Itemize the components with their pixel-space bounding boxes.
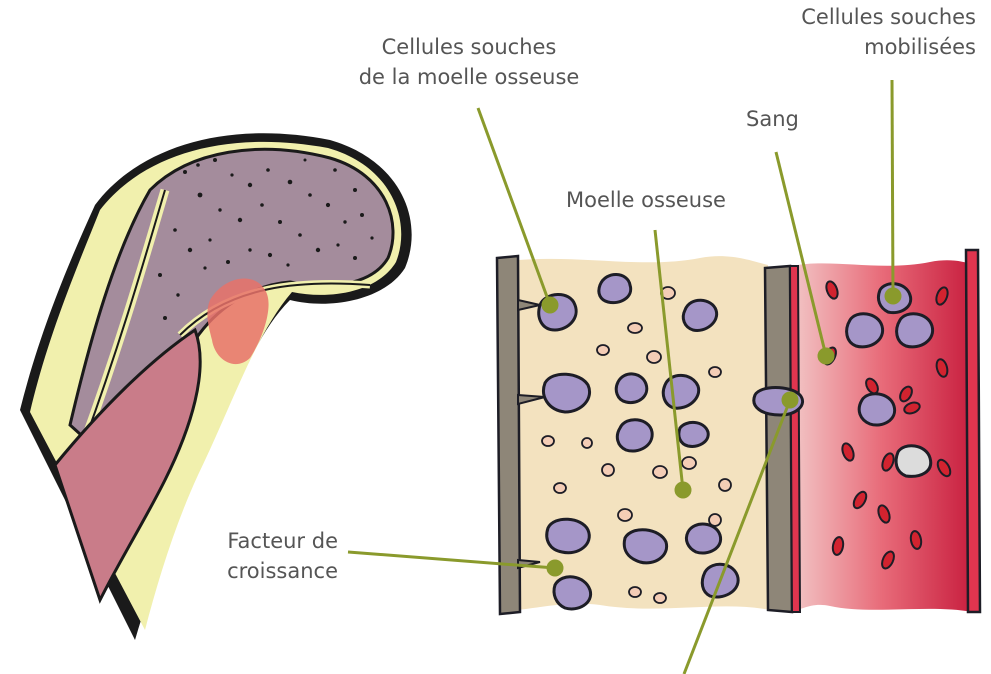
label-blood: Sang: [746, 104, 799, 134]
label-growth-factor: Facteur de croissance: [206, 526, 338, 586]
white-cell: [896, 446, 931, 477]
leader-mobilized: [892, 80, 893, 296]
leader-dot-growth-factor: [548, 561, 562, 575]
label-bone-marrow: Moelle osseuse: [566, 185, 726, 215]
label-stem-cells-marrow-line1: Cellules souches: [358, 32, 580, 62]
leader-dot-blood: [819, 349, 833, 363]
label-mobilized-stem-cells: Cellules souches mobilisées: [780, 2, 976, 62]
leader-dot-migration: [783, 393, 797, 407]
leader-dot-stem-cells-marrow: [543, 298, 557, 312]
marrow-cross-section: [497, 250, 980, 614]
leader-dot-bone-marrow: [676, 483, 690, 497]
label-stem-cells-marrow: Cellules souches de la moelle osseuse: [358, 32, 580, 92]
label-stem-cells-marrow-line2: de la moelle osseuse: [358, 62, 580, 92]
label-mobilized-line1: Cellules souches: [780, 2, 976, 32]
label-mobilized-line2: mobilisées: [780, 32, 976, 62]
label-growth-factor-line1: Facteur de: [206, 526, 338, 556]
label-growth-factor-line2: croissance: [206, 556, 338, 586]
leader-dot-mobilized: [886, 289, 900, 303]
